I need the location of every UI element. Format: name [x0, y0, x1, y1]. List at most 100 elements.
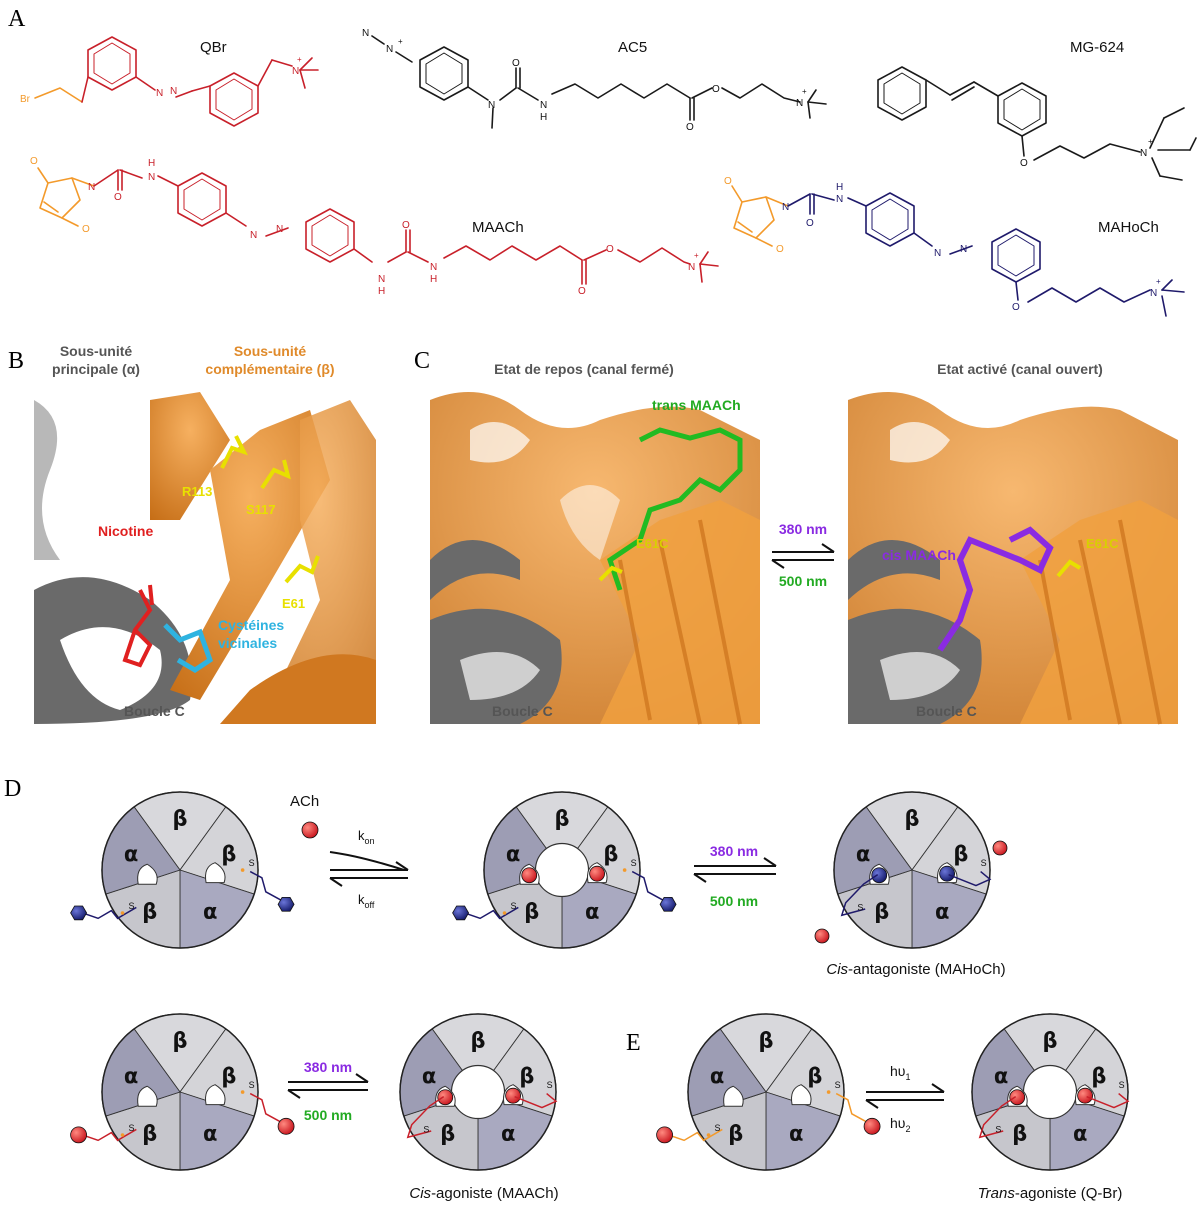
subunit-label: β [221, 1064, 236, 1088]
panel-e: E hυ1 hυ2 Trans-agoniste (Q-Br) [626, 1030, 1122, 1202]
sulfur-label: S [981, 858, 987, 868]
subunit-label: α [203, 1122, 217, 1146]
label-maach: MAACh [472, 219, 524, 236]
svg-text:+: + [802, 87, 807, 96]
b-title-right-line2: complémentaire (β) [205, 361, 334, 377]
bound-ligand [871, 867, 888, 884]
label-380nm-d-top: 380 nm [710, 843, 758, 859]
svg-text:N: N [378, 274, 385, 285]
panel-d: D ββαβαSSββαβαSSββαβαSSββαβαSSββαβαSSββα… [4, 776, 1130, 1202]
tether-right [835, 1092, 870, 1124]
svg-text:N: N [1150, 288, 1157, 299]
panel-letter-b: B [8, 348, 24, 374]
svg-text:O: O [712, 84, 720, 95]
subunit-label: β [554, 807, 569, 831]
bromomethyl-bond [34, 87, 83, 103]
molecule-qbr: Br N N N + QBr [20, 36, 319, 127]
label-cysteines-line1: Cystéines [218, 617, 284, 633]
b-title-right-line1: Sous-unité [234, 343, 307, 359]
bound-ligand [437, 1089, 454, 1106]
tether-left [82, 1128, 137, 1142]
label-qbr: QBr [200, 39, 227, 56]
c-title-left: Etat de repos (canal fermé) [494, 361, 674, 377]
svg-text:N: N [934, 248, 941, 259]
svg-text:N: N [1140, 148, 1147, 159]
subunit-label: β [524, 900, 539, 924]
bound-ligand [505, 1087, 521, 1104]
sulfur-label: S [423, 1125, 429, 1135]
label-ac5: AC5 [618, 39, 647, 56]
svg-text:N: N [688, 262, 695, 273]
svg-text:N: N [250, 230, 257, 241]
caption-cis-agonist: Cis-agoniste (MAACh) [409, 1185, 558, 1202]
subunit-label: α [710, 1064, 724, 1088]
bound-ligand [939, 865, 955, 882]
subunit-label: β [1091, 1064, 1106, 1088]
sulfur-label: S [249, 858, 255, 868]
tether-left [840, 874, 879, 917]
open-pore [1022, 1064, 1078, 1120]
subunit-label: β [172, 1029, 187, 1053]
photo-arrows-e [865, 1083, 945, 1109]
subunit-label: β [440, 1122, 455, 1146]
panel-letter-c: C [414, 348, 430, 374]
s117-sticks [260, 459, 291, 490]
subunit-label: β [519, 1064, 534, 1088]
svg-text:N: N [488, 100, 495, 111]
agonist-head [656, 1126, 673, 1144]
molecule-mahoch: O O N H N O N N O N + MAHoCh [724, 176, 1185, 317]
panel-b: B Sous-unité principale (α) Sous-unité c… [8, 343, 376, 724]
svg-text:N: N [430, 262, 437, 273]
svg-text:O: O [724, 176, 732, 187]
subunit-label: β [142, 900, 157, 924]
antagonist-head [277, 896, 295, 912]
sulfur-label: S [129, 901, 135, 911]
cis-maach-sticks [937, 526, 1054, 652]
vicinal-cysteines [163, 623, 214, 673]
tether-left [406, 1096, 445, 1139]
svg-text:+: + [398, 37, 403, 46]
label-380nm-c: 380 nm [779, 521, 827, 537]
subunit-label: α [124, 1064, 138, 1088]
photo-arrows-d-top [693, 857, 777, 883]
panel-c: C Etat de repos (canal fermé) Etat activ… [414, 348, 1178, 725]
tether-right [948, 870, 992, 887]
beta-sheet-1 [150, 392, 230, 520]
svg-text:O: O [30, 156, 38, 167]
svg-text:O: O [606, 244, 614, 255]
sulfur-label: S [835, 1080, 841, 1090]
svg-text:O: O [806, 218, 814, 229]
protein-render-open [848, 392, 1178, 725]
tether-right [1086, 1092, 1130, 1109]
agonist-head [70, 1126, 87, 1144]
label-500nm-c: 500 nm [779, 573, 827, 589]
label-ach: ACh [290, 793, 319, 810]
svg-text:N: N [276, 224, 283, 235]
free-ach-1 [992, 840, 1008, 856]
bound-ligand [1077, 1087, 1093, 1104]
label-loop-c-left: Boucle C [492, 703, 553, 719]
tether-right [631, 870, 666, 902]
binding-arrows [329, 851, 409, 887]
panel-letter-e: E [626, 1030, 641, 1056]
svg-text:H: H [148, 158, 155, 169]
svg-text:O: O [402, 220, 410, 231]
open-pore [534, 842, 590, 898]
bound-ligand [1009, 1089, 1026, 1106]
svg-text:O: O [82, 224, 90, 235]
binding-pocket [205, 1084, 226, 1106]
antagonist-head [452, 905, 470, 921]
tether-right [514, 1092, 558, 1109]
svg-text:Br: Br [20, 94, 31, 105]
label-e61: E61 [282, 596, 305, 611]
svg-text:H: H [378, 286, 385, 297]
svg-text:koff: koff [358, 892, 375, 910]
label-mahoch: MAHoCh [1098, 219, 1159, 236]
receptor-diagrams: ββαβαSSββαβαSSββαβαSSββαβαSSββαβαSSββαβα… [70, 791, 1130, 1171]
svg-text:O: O [512, 58, 520, 69]
label-500nm-d-top: 500 nm [710, 893, 758, 909]
label-nicotine: Nicotine [98, 523, 153, 539]
e61-sticks [284, 555, 320, 584]
